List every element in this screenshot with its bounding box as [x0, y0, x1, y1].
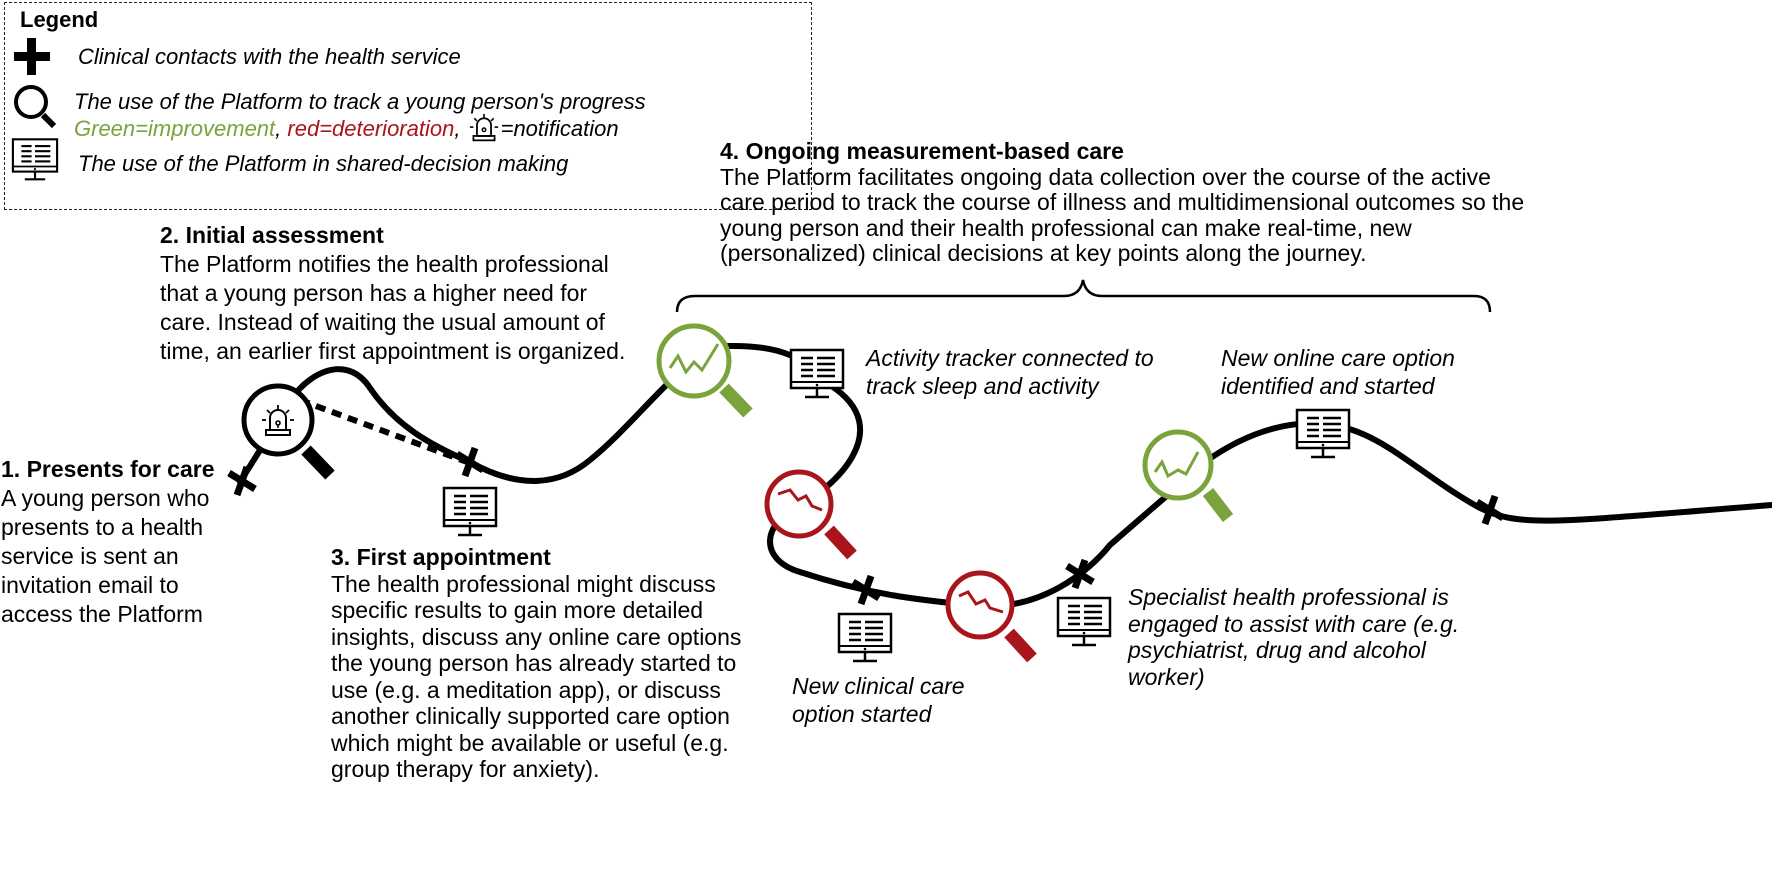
- legend-item-clinical-contacts: Clinical contacts with the health servic…: [78, 44, 461, 69]
- stage3-line: another clinically supported care option: [331, 703, 730, 729]
- deterioration-magnifier-icon-1: [764, 469, 857, 560]
- annotation-specialist: Specialist health professional is engage…: [1128, 584, 1459, 690]
- stage2-line: care. Instead of waiting the usual amoun…: [160, 309, 605, 335]
- annotation-line: New clinical care: [792, 673, 965, 699]
- annotation-online-care: New online care option identified and st…: [1221, 344, 1455, 400]
- shortcut-dotted-line: [298, 397, 469, 465]
- annotation-line: Activity tracker connected to: [866, 345, 1154, 371]
- legend-plus-icon: [14, 38, 50, 75]
- legend-item-shared-decision: The use of the Platform in shared-decisi…: [78, 151, 569, 176]
- stage2-line: time, an earlier first appointment is or…: [160, 338, 626, 364]
- annotation-line: track sleep and activity: [866, 373, 1099, 399]
- legend-color-key: Green=improvement, red=deterioration, =n…: [74, 113, 619, 143]
- monitor-icon-online-care: [1295, 408, 1351, 459]
- legend-green-improvement: Green=improvement: [74, 116, 276, 141]
- stage3-line: insights, discuss any online care option…: [331, 623, 742, 650]
- legend-item-tracking: The use of the Platform to track a young…: [74, 89, 646, 114]
- stage4-line: (personalized) clinical decisions at key…: [720, 240, 1367, 266]
- clinical-contact-cross-1: [229, 467, 255, 495]
- stage4-brace: [675, 279, 1492, 313]
- stage3-line: The health professional might discuss: [331, 570, 716, 597]
- stage3-line: which might be available or useful (e.g.: [331, 729, 729, 756]
- monitor-icon-specialist: [1056, 596, 1112, 647]
- stage4-line: The Platform facilitates ongoing data co…: [720, 163, 1491, 190]
- legend-red-deterioration: red=deterioration: [287, 116, 455, 141]
- stage3-line: the young person has already started to: [331, 650, 737, 676]
- stage1-line: presents to a health: [1, 514, 204, 540]
- annotation-clinical-care: New clinical care option started: [792, 672, 965, 728]
- monitor-icon-first-appointment: [442, 486, 498, 537]
- legend-notification-label: =notification: [500, 116, 619, 141]
- monitor-icon-clinical-care: [837, 612, 893, 663]
- stage2-line: The Platform notifies the health profess…: [160, 251, 609, 277]
- stage2-line: that a young person has a higher need fo…: [160, 280, 588, 306]
- legend-separator-1: ,: [275, 116, 288, 141]
- annotation-line: Specialist health professional is: [1128, 584, 1449, 610]
- legend-notification-icon: [469, 113, 498, 142]
- legend-box: [4, 2, 812, 210]
- stage2-block: 2. Initial assessment The Platform notif…: [160, 221, 625, 366]
- annotation-line: New online care option: [1221, 345, 1455, 371]
- stage1-line: access the Platform: [1, 601, 203, 627]
- annotation-line: identified and started: [1221, 373, 1435, 399]
- stage1-line: A young person who: [1, 485, 210, 511]
- notification-magnifier-icon: [241, 383, 335, 480]
- stage3-block: 3. First appointment The health professi…: [331, 544, 741, 783]
- annotation-line: worker): [1128, 663, 1205, 690]
- improvement-magnifier-icon-1: [656, 323, 753, 418]
- annotation-line: engaged to assist with care (e.g.: [1128, 610, 1460, 637]
- legend-magnifier-icon: [14, 85, 57, 129]
- annotation-line: option started: [792, 701, 932, 727]
- stage4-block: 4. Ongoing measurement-based care The Pl…: [720, 138, 1525, 267]
- stage3-line: group therapy for anxiety).: [331, 756, 600, 782]
- stage4-line: care period to track the course of illne…: [720, 189, 1525, 215]
- stage2-title: 2. Initial assessment: [160, 222, 384, 248]
- deterioration-magnifier-icon-2: [945, 570, 1037, 663]
- stage4-line: young person and their health profession…: [720, 214, 1412, 241]
- legend-title: Legend: [20, 7, 99, 32]
- stage3-title: 3. First appointment: [331, 544, 551, 570]
- improvement-magnifier-icon-2: [1142, 429, 1234, 522]
- annotation-activity-tracker: Activity tracker connected to track slee…: [866, 344, 1154, 400]
- annotation-line: psychiatrist, drug and alcohol: [1128, 637, 1426, 663]
- stage1-block: 1. Presents for care A young person who …: [1, 455, 215, 629]
- stage1-line: invitation email to: [1, 572, 179, 598]
- stage1-title: 1. Presents for care: [1, 456, 215, 482]
- stage3-line: use (e.g. a meditation app), or discuss: [331, 676, 721, 703]
- stage3-line: specific results to gain more detailed: [331, 597, 704, 623]
- stage4-title: 4. Ongoing measurement-based care: [720, 138, 1124, 164]
- stage1-line: service is sent an: [1, 543, 179, 569]
- legend-separator-2: ,: [454, 116, 461, 141]
